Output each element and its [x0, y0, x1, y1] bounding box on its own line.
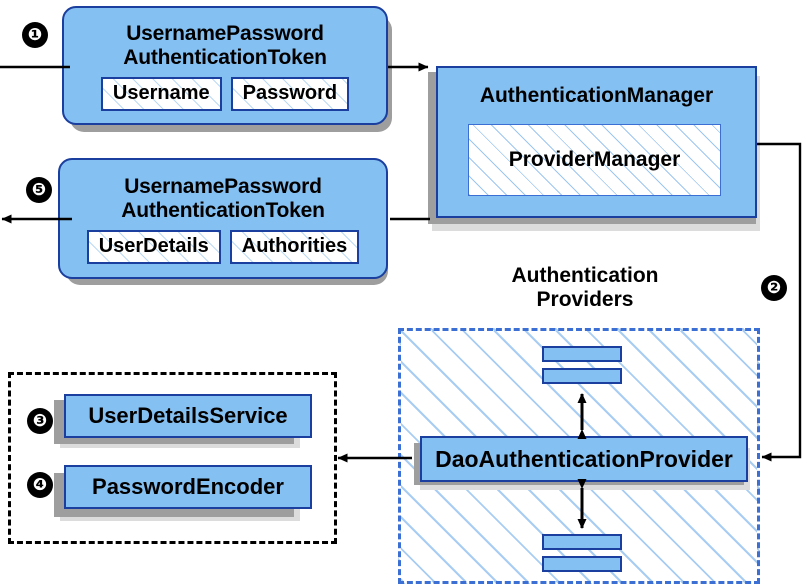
request-token-title: UsernamePassword AuthenticationToken [123, 20, 327, 69]
authentication-providers-caption-line2: Providers [536, 287, 634, 311]
response-token-node[interactable]: UsernamePassword AuthenticationToken Use… [58, 158, 388, 279]
response-token-title-line2: AuthenticationToken [121, 199, 325, 222]
response-token-slots: UserDetails Authorities [86, 229, 360, 264]
request-token-title-line1: UsernamePassword [126, 22, 324, 46]
authentication-providers-caption: Authentication Providers [460, 264, 710, 311]
request-token-node[interactable]: UsernamePassword AuthenticationToken Use… [62, 6, 388, 125]
connector-manager-to-provider [757, 142, 802, 462]
badge-step-5: ❺ [26, 177, 52, 203]
request-token-slot-username[interactable]: Username [100, 76, 222, 111]
dao-authentication-provider-label: DaoAuthenticationProvider [435, 445, 733, 472]
badge-step-4: ❹ [27, 472, 53, 498]
authentication-providers-caption-line1: Authentication [511, 264, 659, 287]
password-encoder-label: PasswordEncoder [92, 474, 284, 499]
badge-step-3: ❸ [27, 408, 53, 434]
other-provider-stripe-bottom-1[interactable] [542, 534, 622, 550]
badge-step-2: ❷ [761, 275, 787, 301]
other-provider-stripe-top-1[interactable] [542, 346, 622, 362]
other-provider-stripe-top-2[interactable] [542, 368, 622, 384]
request-token-title-line2: AuthenticationToken [123, 46, 327, 69]
dependencies-region [8, 372, 337, 544]
user-details-service-node[interactable]: UserDetailsService [64, 394, 312, 438]
provider-manager-label: ProviderManager [508, 148, 681, 171]
dao-authentication-provider-node[interactable]: DaoAuthenticationProvider [420, 436, 748, 482]
response-token-title-line1: UsernamePassword [124, 175, 322, 199]
user-details-service-label: UserDetailsService [88, 403, 288, 428]
response-token-slot-userdetails[interactable]: UserDetails [86, 229, 221, 264]
authentication-manager-title: AuthenticationManager [479, 84, 714, 107]
request-token-slots: Username Password [100, 76, 350, 111]
request-token-slot-password[interactable]: Password [230, 76, 350, 111]
badge-step-1: ❶ [22, 22, 48, 48]
password-encoder-node[interactable]: PasswordEncoder [64, 465, 312, 509]
response-token-slot-authorities[interactable]: Authorities [229, 229, 360, 264]
other-provider-stripe-bottom-2[interactable] [542, 556, 622, 572]
provider-manager-node[interactable]: ProviderManager [468, 124, 721, 196]
response-token-title: UsernamePassword AuthenticationToken [121, 173, 325, 222]
